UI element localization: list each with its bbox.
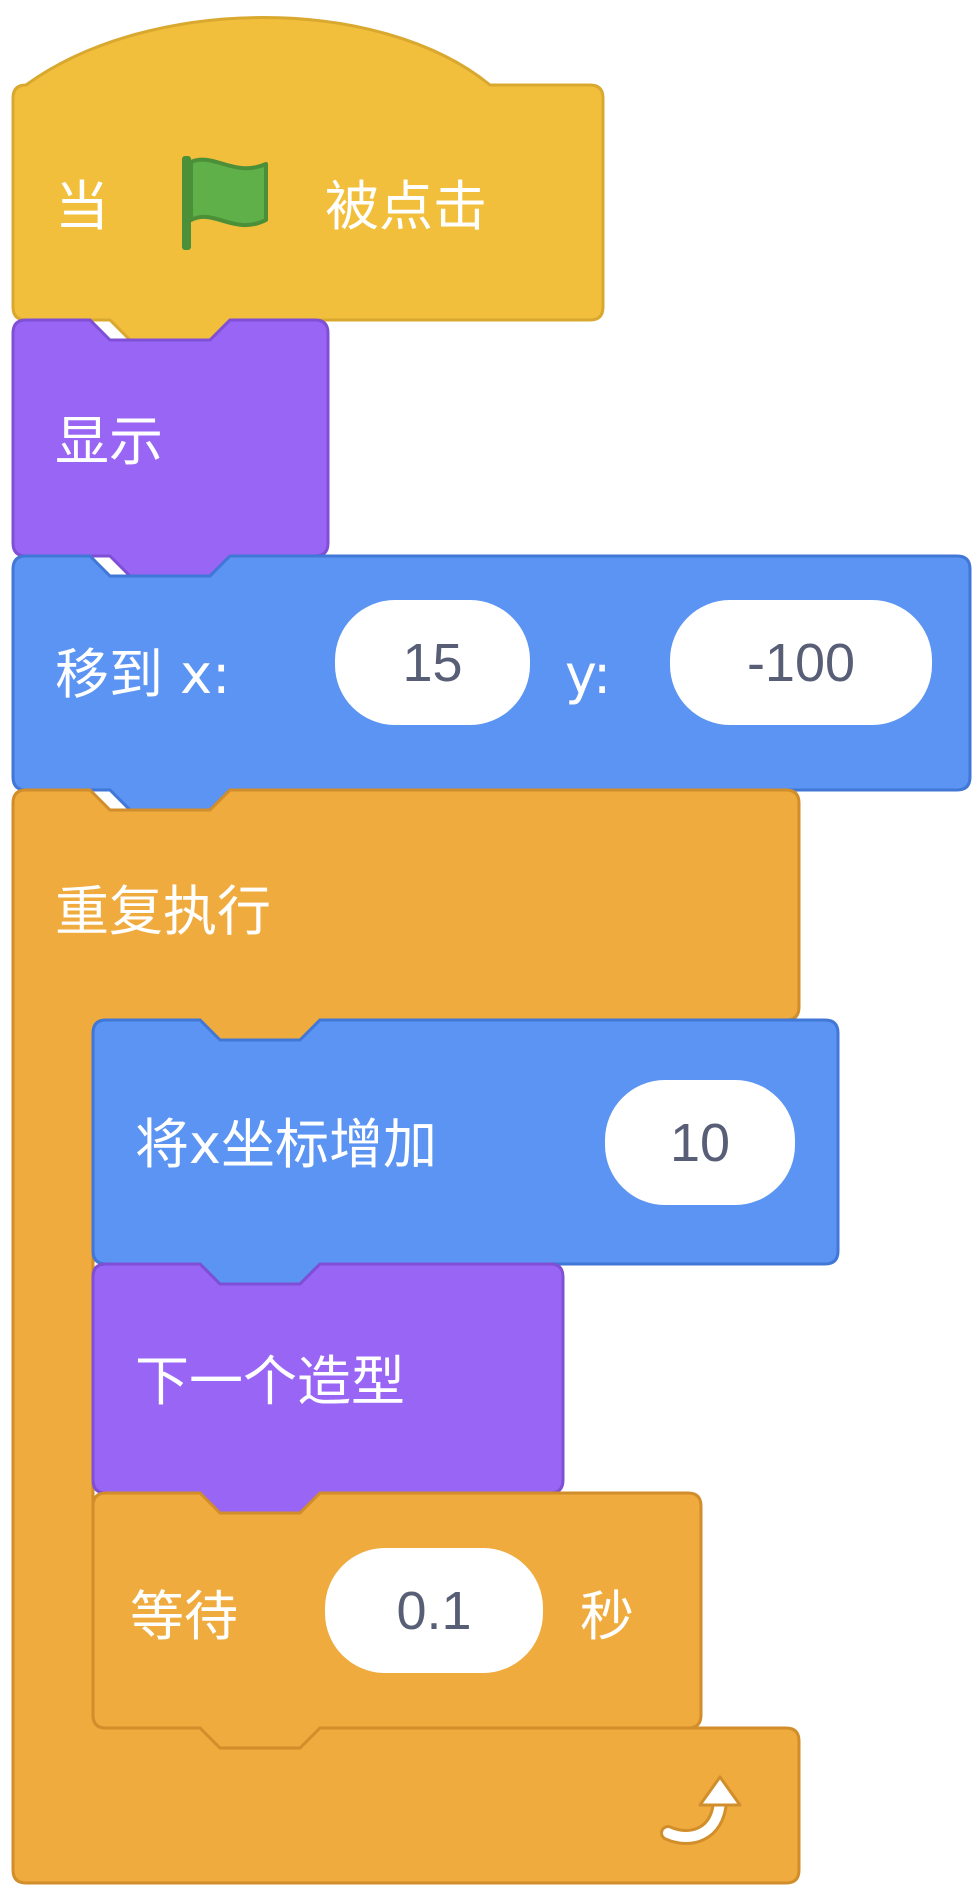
goto-y-label: y: [565, 643, 612, 706]
change-x-value-input[interactable]: 10 [605, 1080, 795, 1205]
wait-value-input[interactable]: 0.1 [325, 1548, 543, 1673]
x-value-input[interactable]: 15 [335, 600, 530, 725]
show-label: 显示 [55, 410, 163, 473]
wait-label: 等待 [130, 1585, 238, 1648]
forever-label: 重复执行 [55, 880, 271, 943]
clicked-label: 被点击 [325, 175, 487, 238]
when-flag-clicked-block[interactable] [11, 16, 605, 342]
seconds-label: 秒 [580, 1585, 634, 1648]
change-x-label: 将x坐标增加 [135, 1113, 437, 1176]
y-value-input[interactable]: -100 [670, 600, 932, 725]
goto-x-label: 移到 x: [55, 643, 231, 706]
when-label: 当 [55, 175, 109, 238]
next-costume-label: 下一个造型 [135, 1350, 405, 1413]
green-flag-icon [182, 156, 268, 250]
repeat-arrow-icon [660, 1775, 742, 1845]
